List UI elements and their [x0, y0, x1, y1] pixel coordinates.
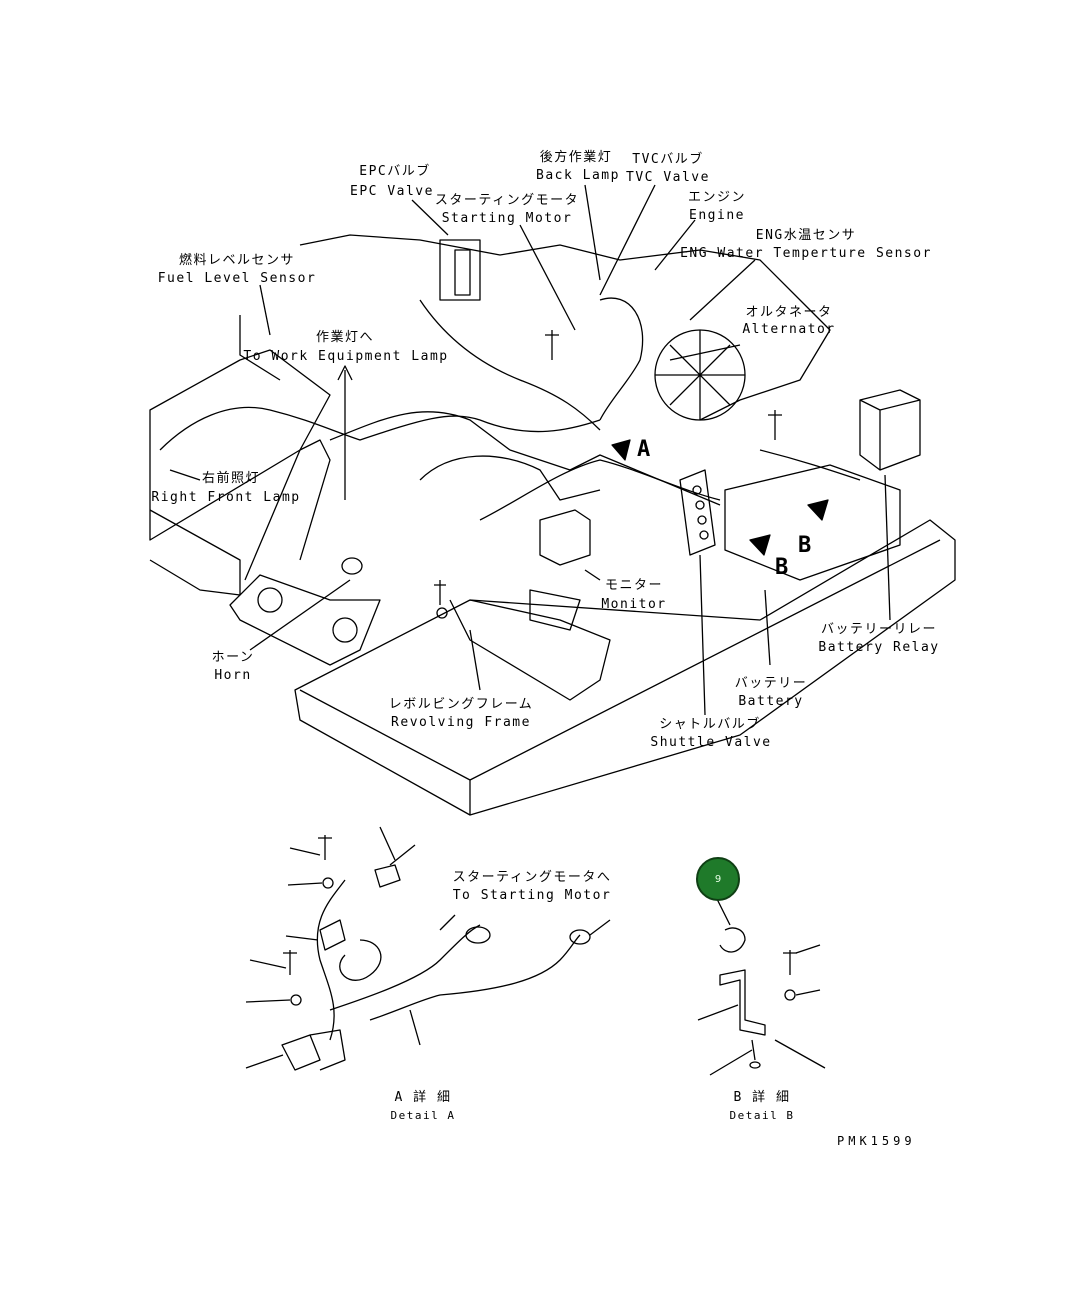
label-starting-motor-ja: スターティングモータ — [434, 193, 580, 208]
label-starting-motor-en: Starting Motor — [441, 211, 573, 226]
part-callout-marker[interactable]: 9 — [696, 857, 740, 901]
label-detail-b-ja: B 詳 細 — [733, 1090, 791, 1105]
label-work-lamp-en: To Work Equipment Lamp — [243, 349, 449, 364]
view-marker-b1: B — [798, 533, 812, 558]
label-to-starting-ja: スターティングモータへ — [452, 870, 612, 885]
engine-block — [299, 234, 831, 421]
label-back-lamp-ja: 後方作業灯 — [539, 150, 613, 165]
view-marker-a: A — [637, 437, 651, 462]
drawing-code: PMK1599 — [837, 1134, 916, 1148]
label-engine-ja: エンジン — [687, 190, 747, 205]
boom-bracket-left — [229, 574, 381, 666]
label-back-lamp-en: Back Lamp — [536, 168, 620, 183]
label-fuel-level-ja: 燃料レベルセンサ — [178, 253, 296, 268]
label-to-starting-en: To Starting Motor — [452, 888, 612, 903]
label-detail-a-ja: A 詳 細 — [394, 1090, 452, 1105]
label-eng-water-en: ENG Water Temperture Sensor — [680, 246, 932, 261]
label-detail-a-en: Detail A — [390, 1109, 456, 1122]
horn-shape — [341, 557, 363, 575]
detail-a-drawing — [245, 826, 611, 1071]
label-revolving-en: Revolving Frame — [391, 715, 531, 730]
view-arrow-a — [611, 439, 631, 461]
label-detail-b-en: Detail B — [729, 1109, 795, 1122]
label-battery-en: Battery — [738, 694, 804, 709]
battery-box — [724, 464, 901, 581]
label-horn-ja: ホーン — [211, 650, 255, 665]
label-horn-en: Horn — [214, 668, 252, 683]
monitor-box — [539, 509, 591, 566]
label-fuel-level-en: Fuel Level Sensor — [157, 271, 317, 286]
label-shuttle-en: Shuttle Valve — [650, 735, 772, 750]
label-monitor-en: Monitor — [601, 597, 667, 612]
view-arrow-b2 — [749, 534, 771, 556]
view-marker-b2: B — [775, 555, 789, 580]
label-right-front-ja: 右前照灯 — [201, 471, 261, 486]
label-revolving-ja: レボルビングフレーム — [388, 697, 534, 712]
label-tvc-valve-en: TVC Valve — [626, 170, 710, 185]
label-alternator-ja: オルタネータ — [745, 305, 833, 320]
label-shuttle-ja: シャトルバルブ — [659, 717, 761, 732]
label-monitor-ja: モニター — [604, 578, 664, 593]
label-battery-relay-ja: バッテリーリレー — [820, 622, 938, 637]
label-right-front-en: Right Front Lamp — [151, 490, 301, 505]
shuttle-valve — [679, 469, 716, 556]
label-battery-relay-en: Battery Relay — [818, 640, 940, 655]
battery-relay-box — [859, 389, 921, 471]
view-arrow-b1 — [807, 499, 829, 521]
revolving-frame-outline — [294, 519, 956, 816]
label-work-lamp-ja: 作業灯へ — [315, 330, 375, 345]
label-tvc-valve-ja: TVCバルブ — [632, 152, 704, 167]
label-alternator-en: Alternator — [742, 322, 836, 337]
label-epc-valve-ja: EPCバルブ — [359, 164, 431, 179]
label-battery-ja: バッテリー — [734, 676, 808, 691]
detail-b-drawing — [697, 894, 826, 1076]
label-epc-valve-en: EPC Valve — [350, 184, 434, 199]
label-eng-water-ja: ENG水温センサ — [755, 228, 857, 243]
wiring-harness — [159, 406, 601, 451]
label-engine-en: Engine — [689, 208, 745, 223]
